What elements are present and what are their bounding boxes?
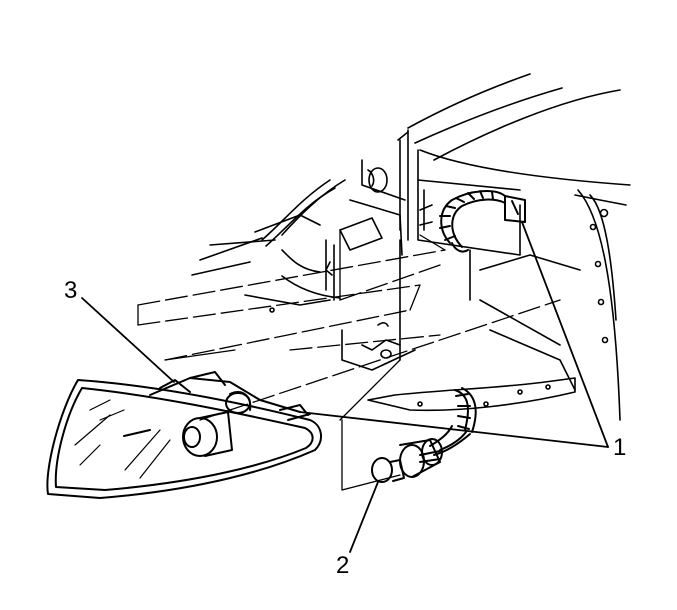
wiring-harness-upper	[439, 190, 526, 253]
vehicle-body-structure	[397, 73, 631, 421]
callout-label-1: 1	[613, 434, 627, 461]
leader-lines	[81, 221, 609, 553]
headlamp-mounting-bracket	[254, 159, 416, 371]
left-support-structure	[191, 179, 346, 313]
alignment-lines	[137, 249, 561, 421]
headlamp-assembly	[46, 371, 322, 499]
splash-shield	[367, 377, 576, 412]
wiring-harness-lower	[429, 387, 477, 456]
callout-label-3: 3	[64, 277, 78, 304]
headlamp-bulb	[371, 438, 443, 483]
callout-label-2: 2	[336, 552, 350, 579]
projection-planes	[137, 229, 446, 491]
